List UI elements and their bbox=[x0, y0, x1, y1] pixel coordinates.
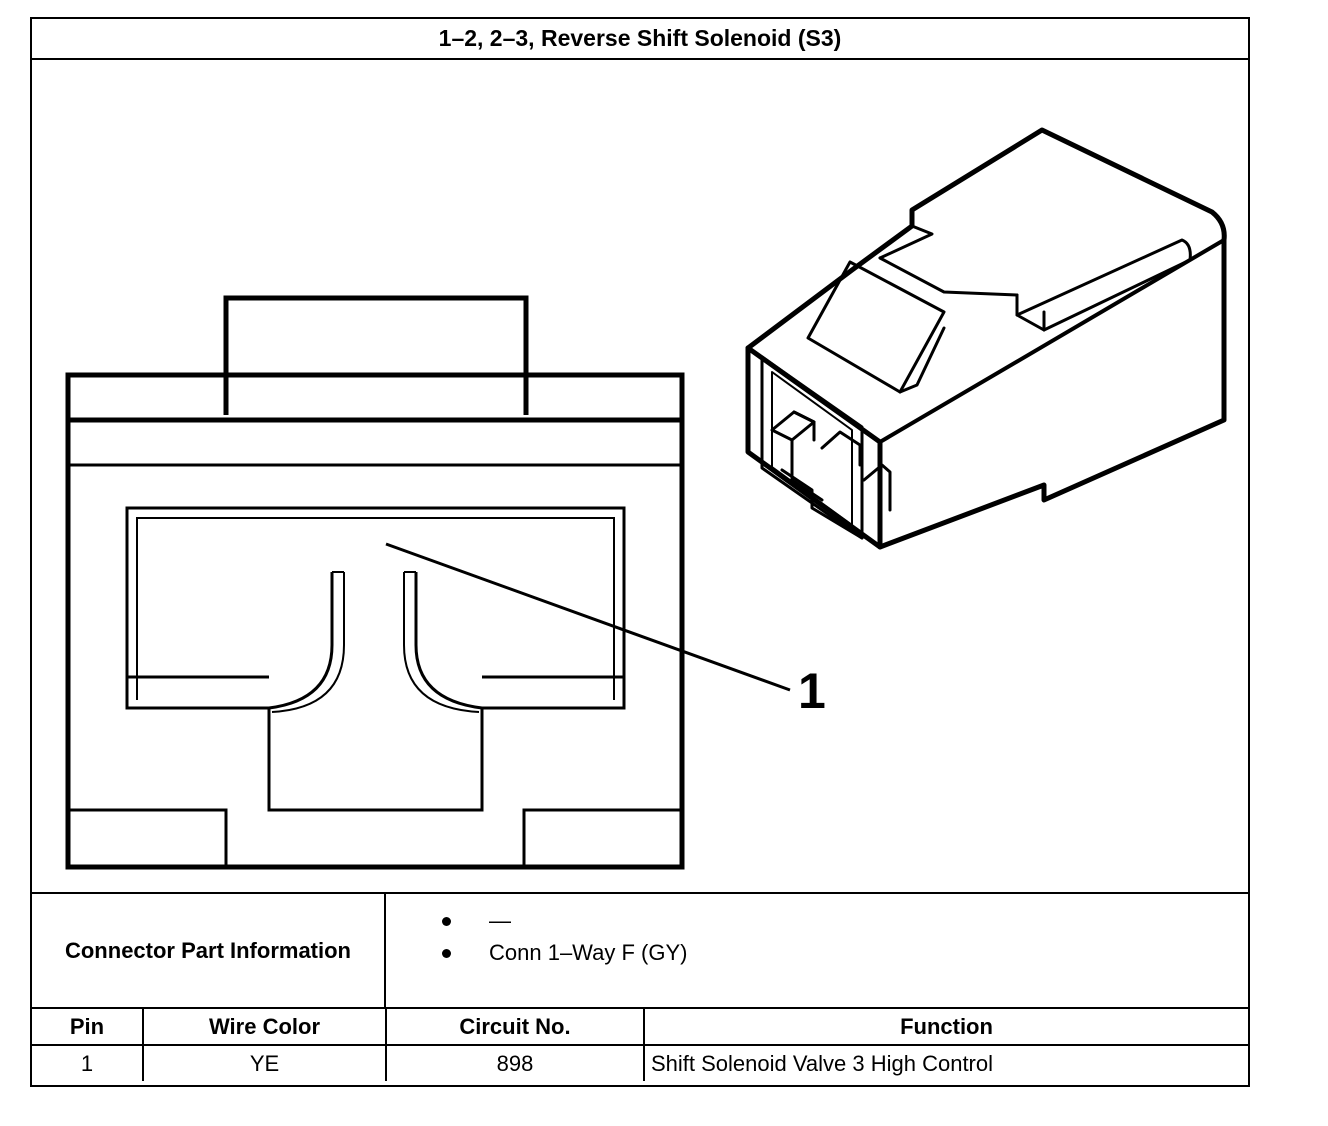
connector-drawing: 1 bbox=[32, 60, 1248, 892]
sheet-title: 1–2, 2–3, Reverse Shift Solenoid (S3) bbox=[32, 19, 1248, 60]
column-header-circuit-no: Circuit No. bbox=[385, 1009, 645, 1046]
connector-part-item: — bbox=[489, 908, 511, 933]
column-header-function: Function bbox=[643, 1009, 1248, 1046]
cell-wire-color: YE bbox=[142, 1044, 387, 1081]
connector-face-view bbox=[65, 295, 791, 870]
pin-table: Pin Wire Color Circuit No. Function 1 YE… bbox=[32, 1009, 1248, 1081]
connector-part-info: Connector Part Information — Conn 1–Way … bbox=[32, 892, 1248, 1009]
connector-part-info-list: — Conn 1–Way F (GY) bbox=[386, 894, 1248, 1007]
connector-part-info-label: Connector Part Information bbox=[32, 894, 386, 1007]
callout-number: 1 bbox=[798, 663, 826, 719]
connector-sheet: 1–2, 2–3, Reverse Shift Solenoid (S3) bbox=[30, 17, 1250, 1087]
cell-pin: 1 bbox=[32, 1044, 144, 1081]
bullet-icon bbox=[442, 948, 451, 958]
connector-part-item: Conn 1–Way F (GY) bbox=[489, 940, 688, 965]
table-header-row: Pin Wire Color Circuit No. Function bbox=[32, 1009, 1248, 1046]
list-item: Conn 1–Way F (GY) bbox=[442, 940, 687, 966]
list-item: — bbox=[442, 908, 511, 934]
cell-function: Shift Solenoid Valve 3 High Control bbox=[643, 1044, 1248, 1081]
table-row: 1 YE 898 Shift Solenoid Valve 3 High Con… bbox=[32, 1044, 1248, 1081]
bullet-icon bbox=[442, 916, 451, 926]
column-header-pin: Pin bbox=[32, 1009, 144, 1046]
cell-circuit-no: 898 bbox=[385, 1044, 645, 1081]
connector-isometric-view bbox=[745, 127, 1227, 550]
column-header-wire-color: Wire Color bbox=[142, 1009, 387, 1046]
